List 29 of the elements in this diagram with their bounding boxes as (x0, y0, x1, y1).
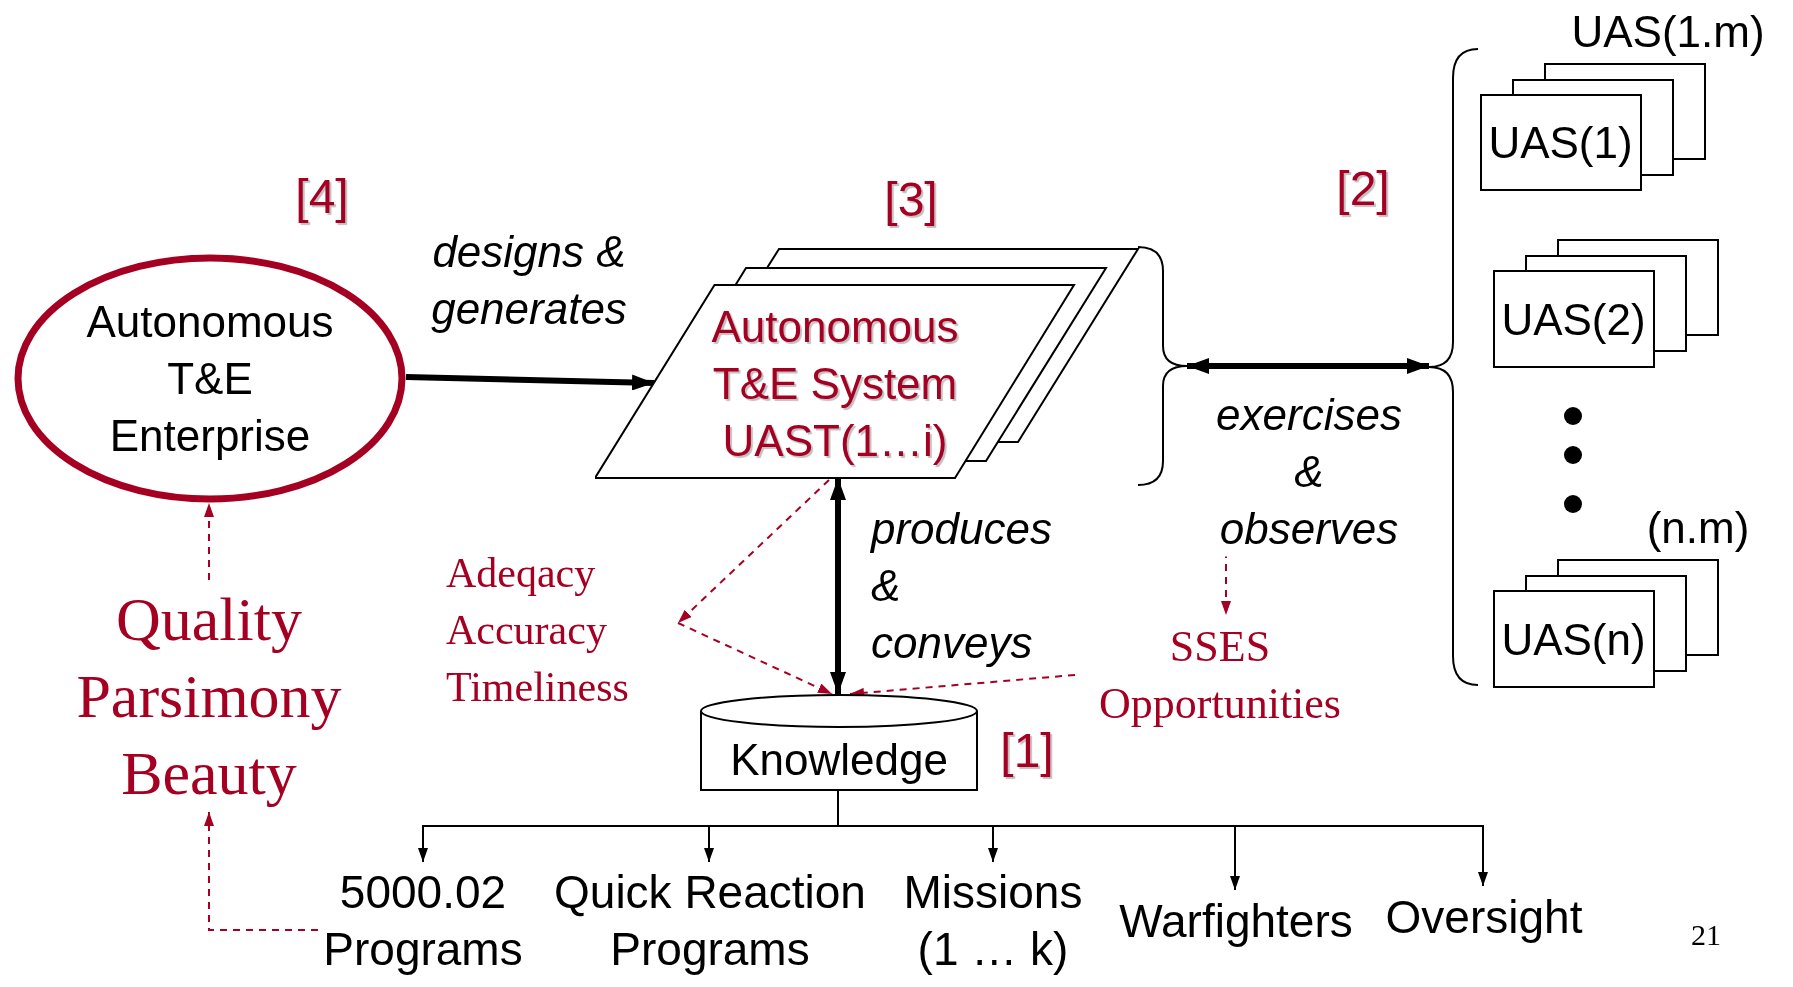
arrow (830, 478, 846, 694)
arrow (837, 790, 1488, 887)
text-label: Quick Reaction Programs (540, 862, 880, 980)
node-label: UAS(1) (1488, 118, 1633, 168)
text-label: UAS(1.m) (1571, 10, 1765, 54)
dashed-arrow (677, 622, 833, 695)
node-label: UAS(2) (1501, 294, 1646, 345)
text-label: [1] (1000, 727, 1054, 775)
dashed-arrow (204, 502, 214, 581)
arrow (405, 374, 655, 391)
node-label: UAS(n) (1501, 614, 1646, 665)
text-label: 21 (1691, 920, 1721, 950)
node-label: Knowledge (730, 734, 948, 785)
text-label: 5000.02 Programs (318, 862, 528, 980)
arrow (1187, 358, 1429, 374)
node-label: Autonomous T&E Enterprise (86, 296, 334, 462)
text-label: [4] (295, 173, 349, 221)
text-label: Missions (1 … k) (893, 862, 1093, 980)
text-label: Adeqacy Accuracy Timeliness (446, 545, 678, 716)
text-label: Quality Parsimony Beauty (60, 580, 358, 812)
text-label: (n.m) (1646, 506, 1750, 550)
text-label: Oversight (1377, 886, 1591, 948)
node-label: Autonomous T&E System UAST(1…i) (710, 301, 960, 467)
text-label: SSES Opportunities (1075, 615, 1365, 735)
dashed-arrow (204, 811, 319, 931)
text-label: [3] (884, 176, 938, 224)
text-label: [2] (1336, 165, 1390, 213)
text-label: Warfighters (1110, 890, 1362, 952)
dashed-arrow (677, 479, 830, 624)
